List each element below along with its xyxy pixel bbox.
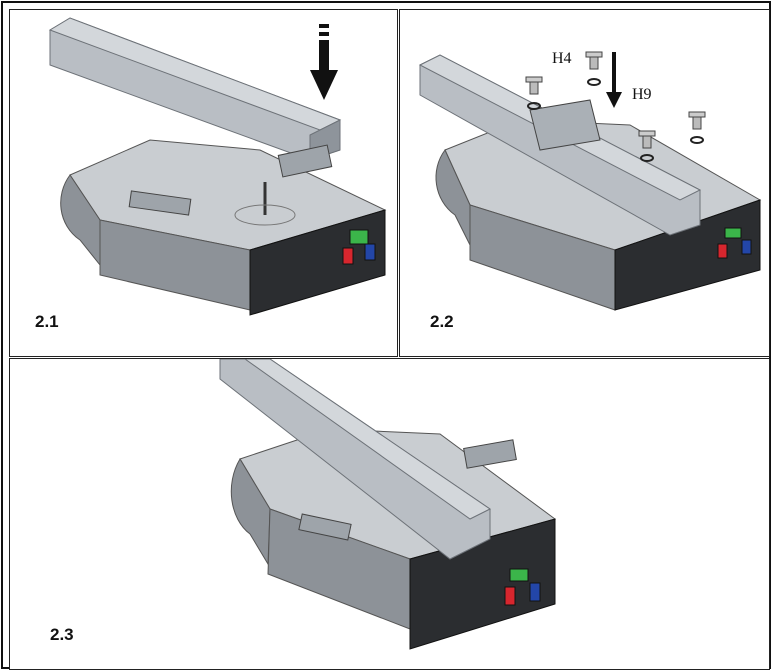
down-arrow-icon [606,52,622,108]
down-arrow-icon [310,24,338,100]
opener-assembled-illustration [219,359,557,650]
callout-h4: H4 [552,50,572,67]
panel-label-2-2: 2.2 [430,312,454,331]
panel-2-1: 2.1 [9,9,398,357]
bolt-icon [525,51,706,149]
panel-2-3: 2.3 [9,358,770,670]
panel-label-2-1: 2.1 [35,312,59,331]
washer-icon [527,78,704,162]
panel-label-2-3: 2.3 [50,625,74,644]
callout-h9: H9 [632,86,652,103]
panel-2-2: H4 H9 2.2 [399,9,770,357]
opener-rail-illustration [48,17,387,316]
opener-rail-fitted-illustration [418,51,762,311]
